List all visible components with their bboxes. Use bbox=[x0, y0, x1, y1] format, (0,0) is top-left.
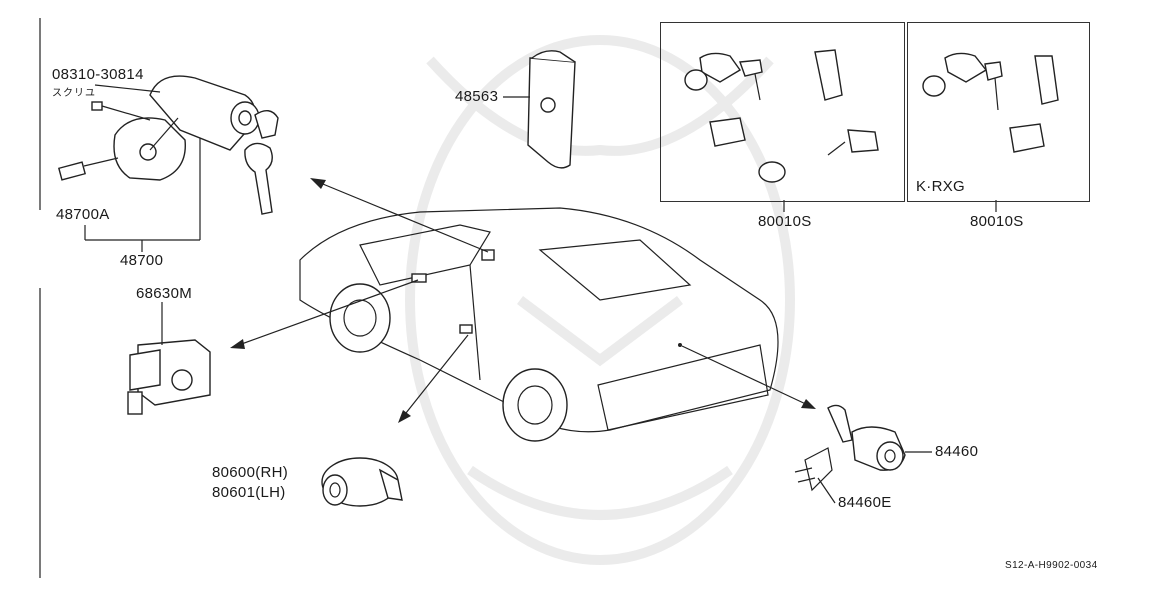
label-ignition-set: 48700 bbox=[120, 252, 164, 269]
label-set-b: 80010S bbox=[970, 213, 1024, 230]
key-holder-part bbox=[527, 50, 576, 169]
lock-set-b-box bbox=[907, 22, 1090, 202]
diagram-code: S12-A-H9902-0034 bbox=[1005, 560, 1098, 571]
callout-arrows bbox=[230, 178, 816, 423]
watermark-emblem bbox=[405, 35, 795, 565]
ignition-lock-assembly bbox=[57, 75, 260, 181]
door-lock-cylinder-part bbox=[321, 457, 403, 507]
lock-set-a-parts bbox=[684, 49, 879, 183]
label-trunk-clip: 84460E bbox=[838, 494, 892, 511]
label-glove-lock: 68630M bbox=[136, 285, 193, 302]
label-ignition-sub: 48700A bbox=[56, 206, 110, 223]
lock-set-b-parts bbox=[922, 52, 1059, 153]
glove-box-lock-part bbox=[127, 339, 211, 415]
lock-set-a-box bbox=[660, 22, 905, 202]
trunk-lock-cylinder-part bbox=[827, 404, 906, 471]
leader-screw bbox=[94, 84, 161, 93]
label-holder: 48563 bbox=[455, 88, 499, 105]
leader-clip bbox=[817, 477, 836, 504]
car-outline bbox=[299, 207, 779, 442]
label-door-lh: 80601(LH) bbox=[212, 484, 286, 501]
label-screw-part: 08310-30814 bbox=[52, 66, 144, 83]
label-door-rh: 80600(RH) bbox=[212, 464, 289, 481]
label-trunk-cyl: 84460 bbox=[935, 443, 979, 460]
label-set-a: 80010S bbox=[758, 213, 812, 230]
trunk-lock-clip-part bbox=[794, 447, 833, 492]
ignition-key bbox=[244, 110, 279, 215]
label-screw-note: スクリユ bbox=[52, 88, 96, 99]
label-set-b-grade: K·RXG bbox=[916, 178, 966, 195]
